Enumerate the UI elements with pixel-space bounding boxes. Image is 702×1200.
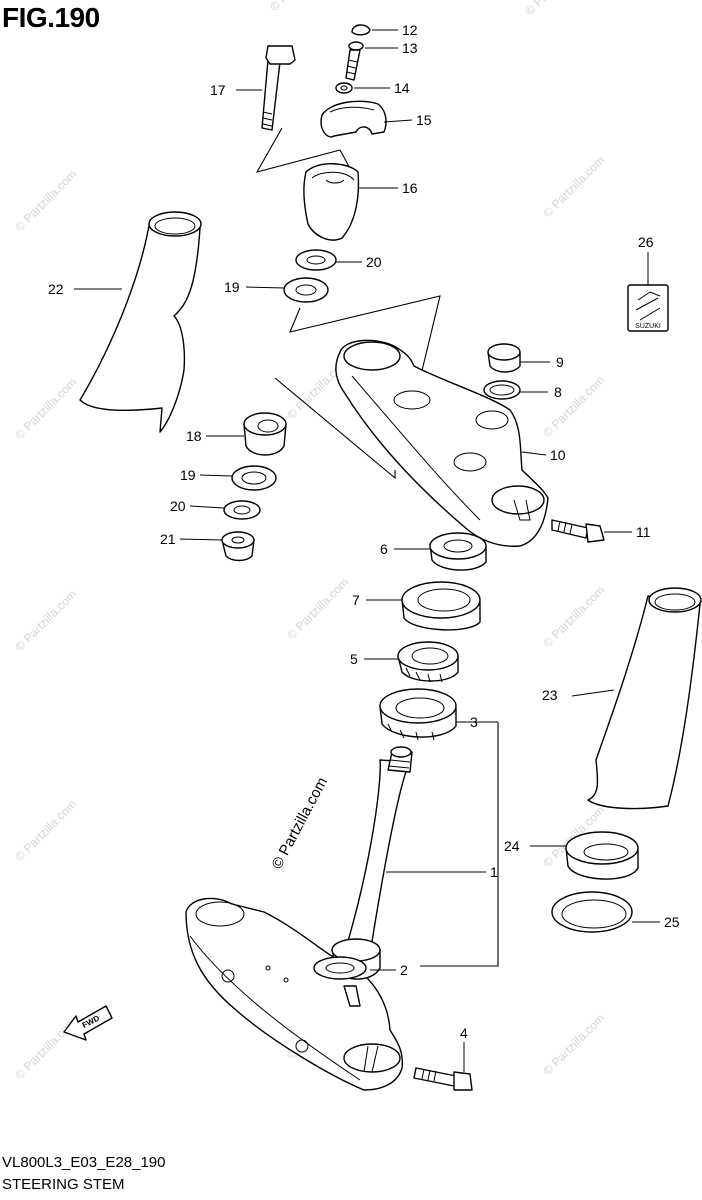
leader-10 (521, 451, 547, 456)
guide-bracket-bearing (420, 722, 499, 967)
callout-16: 16 (402, 180, 418, 196)
callout-9: 9 (556, 354, 564, 370)
part-14-washer (335, 82, 353, 94)
callout-20-lower: 20 (170, 498, 186, 514)
figure-name: STEERING STEM (2, 1176, 125, 1193)
watermark: © Partzilla.com (540, 583, 607, 650)
part-19-cushion-upper (283, 277, 329, 303)
part-20-washer-upper (295, 249, 337, 271)
callout-7: 7 (352, 592, 360, 608)
callout-5: 5 (350, 651, 358, 667)
callout-1: 1 (490, 864, 498, 880)
callout-4: 4 (460, 1025, 468, 1041)
part-10-upper-bracket (335, 339, 549, 547)
watermark: © Partzilla.com (540, 1011, 607, 1078)
part-22-fork-cover-left (79, 211, 202, 433)
part-25-washer (551, 891, 633, 933)
watermark: © Partzilla.com (522, 0, 589, 18)
leader-21 (179, 538, 223, 541)
part-4-bolt (413, 1067, 473, 1091)
callout-25: 25 (664, 914, 680, 930)
part-3-bearing-lower (379, 688, 457, 741)
callout-numbers: 12 13 14 17 15 16 20 19 22 26 9 8 10 18 … (48, 22, 680, 1041)
part-11-bolt (551, 519, 605, 543)
callout-17: 17 (210, 82, 226, 98)
callout-3: 3 (470, 714, 478, 730)
leader-19a (245, 286, 285, 289)
leader-20b (189, 505, 225, 509)
watermark: © Partzilla.com (284, 575, 351, 642)
part-17-bolt (261, 45, 296, 131)
part-18-damper (243, 412, 287, 456)
leader-19b (199, 474, 233, 477)
part-12-cap (351, 24, 371, 36)
callout-24: 24 (504, 838, 520, 854)
part-7-dust-seal (401, 581, 481, 631)
part-24-lock-ring (565, 831, 639, 880)
assembly-guide-lines (255, 127, 499, 967)
part-21-nut (221, 531, 255, 562)
callout-8: 8 (554, 384, 562, 400)
part-16-handlebar-holder (303, 163, 360, 241)
callout-2: 2 (400, 962, 408, 978)
fwd-arrow-icon: FWD (63, 1005, 113, 1041)
callout-leaders (74, 29, 660, 1072)
emblem-label: SUZUKI (635, 323, 661, 330)
figure-title: FIG.190 (2, 2, 100, 33)
callout-23: 23 (542, 687, 558, 703)
callout-18: 18 (186, 428, 202, 444)
callout-14: 14 (394, 80, 410, 96)
callout-19-upper: 19 (224, 279, 240, 295)
watermark: © Partzilla.com (12, 797, 79, 864)
figure-code: VL800L3_E03_E28_190 (2, 1154, 166, 1171)
part-23-fork-cover-right (587, 587, 702, 810)
watermark: © Partzilla.com (12, 587, 79, 654)
watermark-center: © Partzilla.com (269, 775, 331, 872)
watermark: © Partzilla.com (540, 373, 607, 440)
part-9-cap (487, 343, 521, 373)
callout-10: 10 (550, 447, 566, 463)
guide-line-upper (255, 127, 353, 173)
part-15-holder-cap (320, 100, 387, 138)
part-13-screw (345, 41, 364, 81)
callout-13: 13 (402, 40, 418, 56)
guide-line-lower (274, 377, 396, 480)
callout-6: 6 (380, 541, 388, 557)
part-19-cushion-lower (231, 465, 277, 491)
callout-20-upper: 20 (366, 254, 382, 270)
watermark: © Partzilla.com (12, 167, 79, 234)
callout-22: 22 (48, 281, 64, 297)
callout-21: 21 (160, 531, 176, 547)
part-2-seal (313, 956, 367, 980)
part-8-o-ring (483, 380, 521, 400)
callout-26: 26 (638, 234, 654, 250)
callout-19-lower: 19 (180, 467, 196, 483)
part-5-bearing-upper (397, 641, 459, 683)
leader-23 (571, 689, 615, 697)
watermark: © Partzilla.com (267, 0, 334, 14)
watermark: © Partzilla.com (540, 153, 607, 220)
callout-11: 11 (636, 524, 651, 540)
callout-12: 12 (402, 22, 418, 38)
part-20-washer-lower (223, 500, 261, 520)
part-1-steering-stem (185, 746, 413, 1091)
part-26-emblem: SUZUKI (627, 284, 669, 332)
callout-15: 15 (416, 112, 432, 128)
leader-15 (383, 119, 413, 123)
watermark: © Partzilla.com (12, 375, 79, 442)
part-6-steering-nut (429, 532, 487, 571)
